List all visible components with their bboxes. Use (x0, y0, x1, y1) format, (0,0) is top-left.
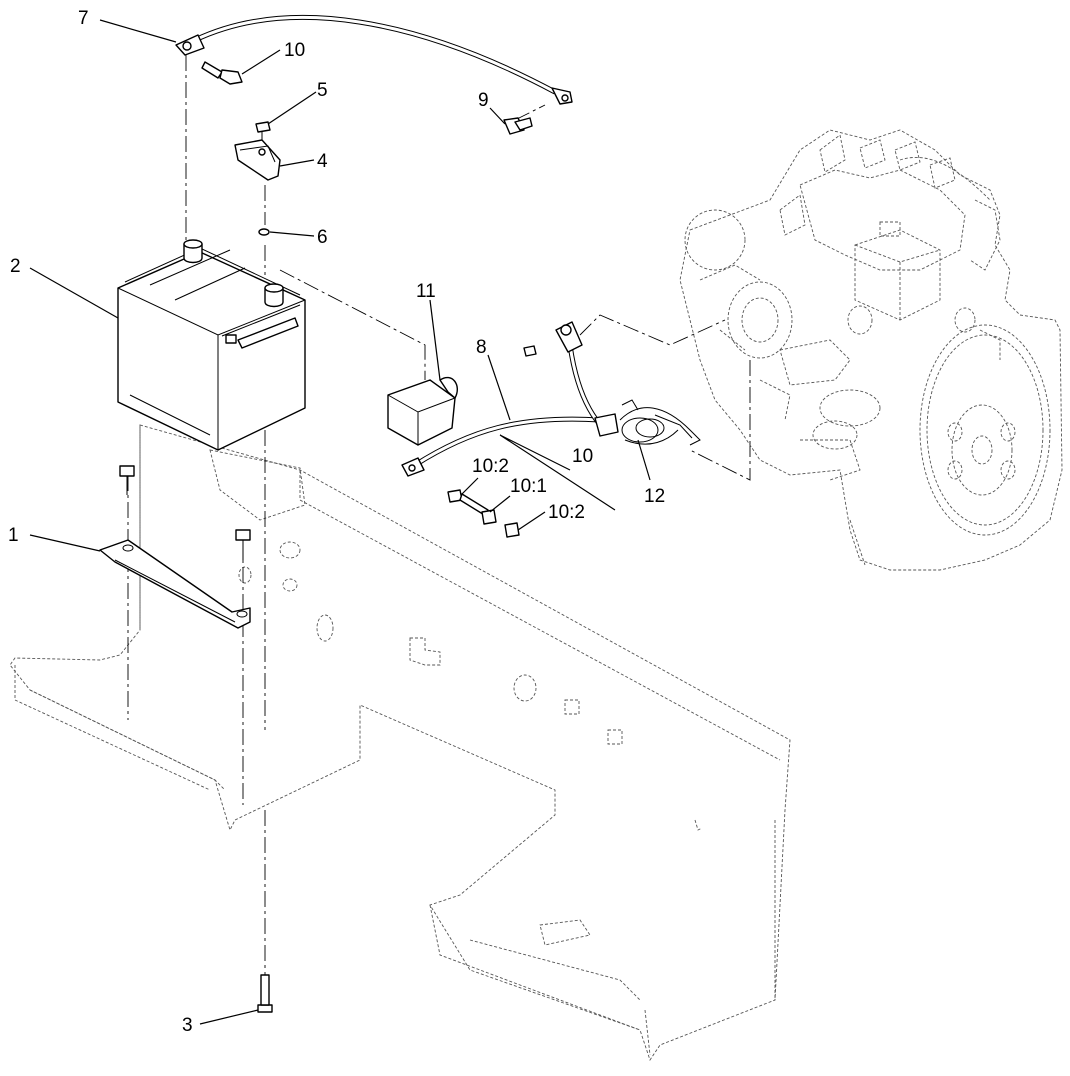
callout-5: 5 (317, 80, 328, 101)
bar-bolts (119, 465, 251, 560)
battery-cable (175, 14, 573, 105)
washer (258, 228, 270, 236)
leader-lines (29, 19, 651, 1025)
callout-11: 11 (416, 281, 436, 302)
ground-cable (401, 321, 619, 477)
engine-assembly (679, 129, 1063, 571)
battery (117, 239, 306, 451)
bolt-5 (255, 121, 271, 145)
callout-10-1: 10:1 (510, 476, 547, 497)
callout-1: 1 (8, 525, 19, 546)
callout-10-top: 10 (284, 40, 305, 61)
callout-12: 12 (644, 486, 665, 507)
assembly-lines (127, 55, 751, 975)
callout-9: 9 (478, 90, 489, 111)
callout-8: 8 (476, 337, 487, 358)
callout-4: 4 (317, 151, 328, 172)
callout-6: 6 (317, 227, 328, 248)
terminal-cover (387, 376, 458, 446)
bolt-9 (503, 117, 533, 135)
cable-nut (523, 345, 537, 357)
callout-7: 7 (78, 8, 89, 29)
chassis-frame (9, 424, 791, 1062)
callout-3: 3 (182, 1015, 193, 1036)
callouts: 7 10 5 4 6 2 1 3 9 11 8 10 10:2 10:1 10:… (8, 8, 665, 1036)
wire-harness (619, 399, 701, 446)
callout-10-2-lower: 10:2 (548, 502, 585, 523)
long-bolt (257, 974, 273, 1013)
hold-down-bar (99, 539, 251, 629)
hold-down-clamp (234, 139, 281, 181)
callout-2: 2 (10, 256, 21, 277)
bolt-top (201, 61, 243, 85)
callout-10-mid: 10 (572, 446, 593, 467)
bolt-set (447, 489, 520, 538)
callout-10-2-upper: 10:2 (472, 456, 509, 477)
